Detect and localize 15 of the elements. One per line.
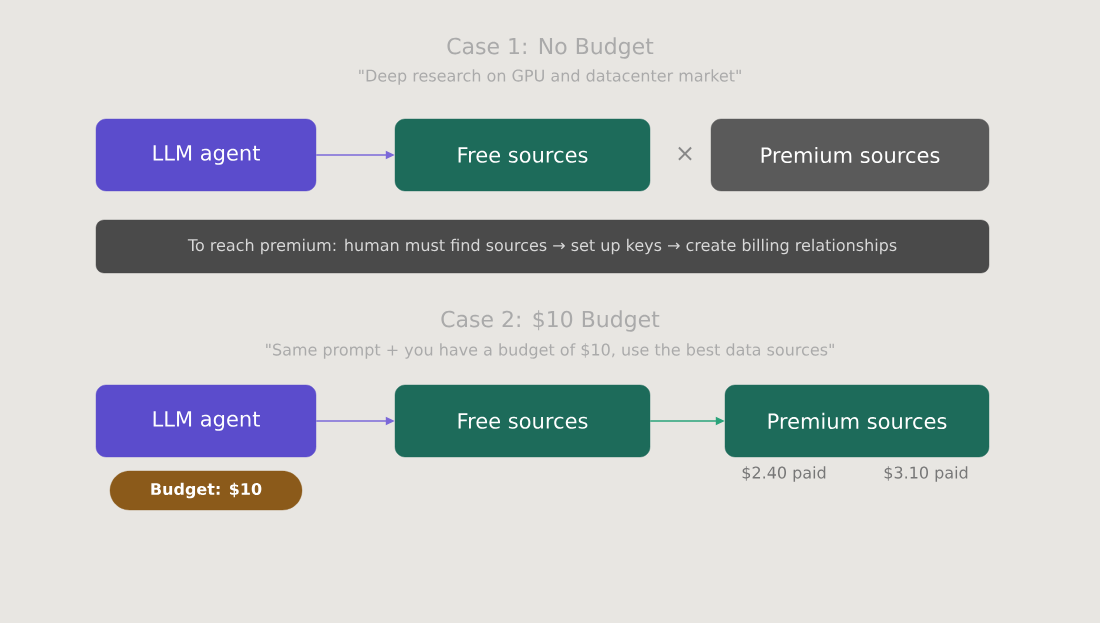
heading: Case 1: No Budget xyxy=(447,37,654,59)
price-label: $2.40 paid xyxy=(742,466,826,482)
source-box: Premium sources xyxy=(724,384,990,458)
subtitle: "Same prompt + you have a budget of $10, use the best data sources" xyxy=(266,343,834,359)
source-box: Free sources xyxy=(394,118,651,192)
subtitle: "Deep research on GPU and datacenter market" xyxy=(359,69,741,85)
agent-box: LLM agent xyxy=(95,384,317,458)
cross-mark: × xyxy=(678,146,692,161)
note-bar: To reach premium: human must find sources → set up keys → create billing relationships xyxy=(95,219,990,274)
price-label: $3.10 paid xyxy=(884,466,968,482)
agent-box: LLM agent xyxy=(95,118,317,192)
budget-pill: Budget: $10 xyxy=(109,470,303,511)
source-box: Premium sources xyxy=(710,118,990,192)
source-box: Free sources xyxy=(394,384,651,458)
heading: Case 2: $10 Budget xyxy=(441,310,660,332)
